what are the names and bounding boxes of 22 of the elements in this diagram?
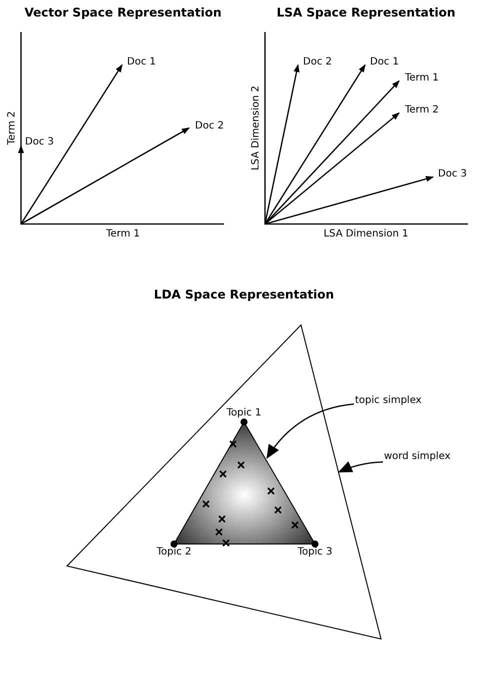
vector-label: Term 2 [405, 104, 439, 116]
leader-arrow [338, 461, 384, 473]
vector-label: Term 1 [405, 72, 439, 84]
vector-label: Doc 1 [127, 56, 156, 68]
vertex-label: Topic 3 [298, 546, 332, 558]
vector-label: Doc 2 [303, 56, 332, 68]
axis-label: LSA Dimension 1 [324, 228, 408, 240]
axis-label: Term 2 [6, 111, 18, 145]
panel-title: LDA Space Representation [154, 288, 334, 302]
vector-label: Doc 3 [438, 168, 467, 180]
callout-label: topic simplex [355, 394, 427, 408]
panel-title: Vector Space Representation [24, 6, 222, 20]
vector-label: Doc 2 [195, 120, 224, 132]
vertex-label: Topic 2 [156, 546, 192, 558]
vector-label: Doc 3 [25, 136, 54, 148]
axis-label: LSA Dimension 2 [250, 86, 262, 170]
vector-label: Doc 1 [370, 56, 399, 68]
axis-label: Term 1 [106, 228, 140, 240]
callout-label: word simplex [384, 450, 452, 464]
panel-title: LSA Space Representation [276, 6, 456, 20]
simplex-triangle [66, 324, 382, 640]
leader-arrow [266, 403, 354, 459]
